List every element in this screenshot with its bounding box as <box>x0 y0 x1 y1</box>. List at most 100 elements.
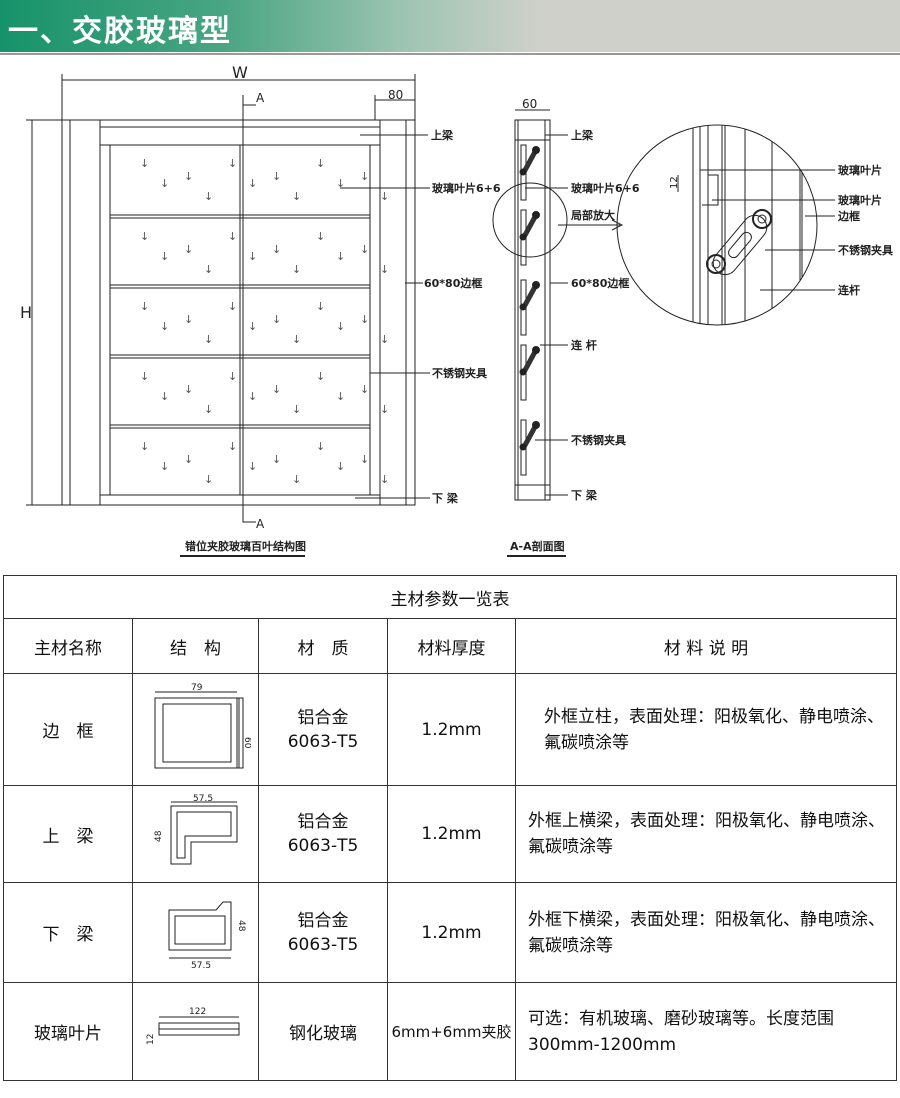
arrow-mark: ↓ <box>248 177 257 190</box>
dim-label: 57.5 <box>191 961 211 970</box>
section-drawing: 60 上梁 玻璃叶片6+6 局部放大 60*80边框 连 杆 不锈钢夹具 下 梁 <box>492 97 640 502</box>
detail-label-frame: 边框 <box>837 209 860 223</box>
material-name: 上 梁 <box>3 785 133 883</box>
section-mark-bottom: A <box>256 517 265 531</box>
label-enlarge: 局部放大 <box>570 208 615 222</box>
arrow-mark: ↓ <box>360 243 369 256</box>
elevation-drawing: W H 80 ↓↓↓↓↓↓↓↓↓↓↓↓↓↓↓↓↓↓↓↓↓↓↓↓↓↓↓↓↓↓↓↓↓… <box>20 63 566 557</box>
table-row: 上 梁 57.5 48 铝合金 6063-T5 1.2mm 外框上横梁，表面处理… <box>3 785 897 883</box>
arrow-mark: ↓ <box>140 300 149 313</box>
arrow-mark: ↓ <box>204 263 213 276</box>
description: 可选：有机玻璃、磨砂玻璃等。长度范围300mm-1200mm <box>515 982 897 1081</box>
arrow-mark: ↓ <box>248 320 257 333</box>
table-row: 边 框 79 60 铝合金 6063-T5 1.2mm 外框立柱，表面处理：阳极… <box>3 673 897 786</box>
label-link-rod: 连 杆 <box>571 338 597 352</box>
description: 外框立柱，表面处理：阳极氧化、静电喷涂、氟碳喷涂等 <box>515 673 897 786</box>
arrow-mark: ↓ <box>184 313 193 326</box>
label-glass-blade: 玻璃叶片6+6 <box>571 181 640 195</box>
section-title: 一、交胶玻璃型 <box>8 14 232 49</box>
section-header: 一、交胶玻璃型 <box>0 0 900 52</box>
thickness: 6mm+6mm夹胶 <box>387 982 516 1081</box>
arrow-mark: ↓ <box>336 177 345 190</box>
arrow-mark: ↓ <box>336 460 345 473</box>
arrow-mark: ↓ <box>380 190 389 203</box>
detail-label-glass-1: 玻璃叶片 <box>838 163 882 177</box>
label-steel-clamp: 不锈钢夹具 <box>432 366 487 380</box>
label-side-frame: 60*80边框 <box>424 276 482 290</box>
arrow-mark: ↓ <box>204 473 213 486</box>
profile-drawing: 48 57.5 <box>132 882 259 983</box>
arrow-mark: ↓ <box>272 453 281 466</box>
table-row: 玻璃叶片 122 12 钢化玻璃 6mm+6mm夹胶 可选：有机玻璃、磨砂玻璃等… <box>3 982 897 1081</box>
header-description: 材 料 说 明 <box>515 618 897 674</box>
thickness: 1.2mm <box>387 673 516 786</box>
arrow-mark: ↓ <box>140 370 149 383</box>
arrow-mark: ↓ <box>292 403 301 416</box>
clamp <box>519 419 540 476</box>
arrow-mark: ↓ <box>272 170 281 183</box>
material: 铝合金 6063-T5 <box>258 673 388 786</box>
glass-pattern: ↓ ↓ ↓ ↓ ↓ ↓ ↓ ↓ ↓ ↓ ↓ ↓ ↓ ↓ ↓ ↓ ↓ ↓ ↓ ↓ ↓ ↓ ↓ ↓ ↓ ↓ ↓ ↓ ↓ ↓ ↓ ↓ ↓ ↓ ↓ ↓ ↓ ↓ ↓ ↓… <box>140 157 389 486</box>
section-caption: A-A剖面图 <box>510 539 565 553</box>
arrow-mark: ↓ <box>184 170 193 183</box>
arrow-mark: ↓ <box>380 473 389 486</box>
clamp <box>519 144 540 201</box>
elevation-caption: 错位夹胶玻璃百叶结构图 <box>185 539 306 553</box>
arrow-mark: ↓ <box>360 313 369 326</box>
clamp <box>519 209 540 266</box>
arrow-mark: ↓ <box>316 440 325 453</box>
arrow-mark: ↓ <box>316 370 325 383</box>
arrow-mark: ↓ <box>184 383 193 396</box>
label-side-frame: 60*80边框 <box>571 276 629 290</box>
dim-label: 79 <box>191 683 203 693</box>
label-bottom-beam: 下 梁 <box>432 491 459 505</box>
dim-label: 48 <box>236 920 246 932</box>
header-thickness: 材料厚度 <box>387 618 516 674</box>
table-row: 下 梁 48 57.5 铝合金 6063-T5 1.2mm 外框下横梁，表面处理… <box>3 882 897 983</box>
clamp <box>519 279 540 336</box>
label-steel-clamp: 不锈钢夹具 <box>571 433 626 447</box>
arrow-mark: ↓ <box>316 230 325 243</box>
material: 铝合金 6063-T5 <box>258 785 388 883</box>
arrow-mark: ↓ <box>184 453 193 466</box>
height-label: H <box>20 303 32 322</box>
arrow-mark: ↓ <box>316 157 325 170</box>
label-top-beam: 上梁 <box>431 128 454 142</box>
header-structure: 结 构 <box>132 618 259 674</box>
arrow-mark: ↓ <box>360 383 369 396</box>
arrow-mark: ↓ <box>248 390 257 403</box>
arrow-mark: ↓ <box>140 157 149 170</box>
material: 铝合金 6063-T5 <box>258 882 388 983</box>
arrow-mark: ↓ <box>204 333 213 346</box>
arrow-mark: ↓ <box>204 403 213 416</box>
material-table: 主材参数一览表 主材名称 结 构 材 质 材料厚度 材 料 说 明 边 框 79… <box>3 575 897 1081</box>
label-top-beam: 上梁 <box>571 128 594 142</box>
material-name: 玻璃叶片 <box>3 982 133 1081</box>
arrow-mark: ↓ <box>228 370 237 383</box>
width-label: W <box>232 63 248 82</box>
arrow-mark: ↓ <box>380 263 389 276</box>
header-material: 材 质 <box>258 618 388 674</box>
label-glass-blade: 玻璃叶片6+6 <box>432 181 501 195</box>
label-bottom-beam: 下 梁 <box>571 488 598 502</box>
arrow-mark: ↓ <box>248 460 257 473</box>
arrow-mark: ↓ <box>248 250 257 263</box>
material: 钢化玻璃 <box>258 982 388 1081</box>
thickness: 1.2mm <box>387 785 516 883</box>
arrow-mark: ↓ <box>336 390 345 403</box>
arrow-mark: ↓ <box>380 333 389 346</box>
arrow-mark: ↓ <box>292 473 301 486</box>
arrow-mark: ↓ <box>228 440 237 453</box>
arrow-mark: ↓ <box>336 320 345 333</box>
arrow-mark: ↓ <box>160 320 169 333</box>
arrow-mark: ↓ <box>292 263 301 276</box>
description: 外框下横梁，表面处理：阳极氧化、静电喷涂、氟碳喷涂等 <box>515 882 897 983</box>
header-name: 主材名称 <box>3 618 133 674</box>
arrow-mark: ↓ <box>228 300 237 313</box>
arrow-mark: ↓ <box>380 403 389 416</box>
arrow-mark: ↓ <box>228 230 237 243</box>
detail-label-glass-2: 玻璃叶片 <box>838 193 882 207</box>
thickness: 1.2mm <box>387 882 516 983</box>
arrow-mark: ↓ <box>336 250 345 263</box>
dim-label: 57.5 <box>193 794 213 804</box>
